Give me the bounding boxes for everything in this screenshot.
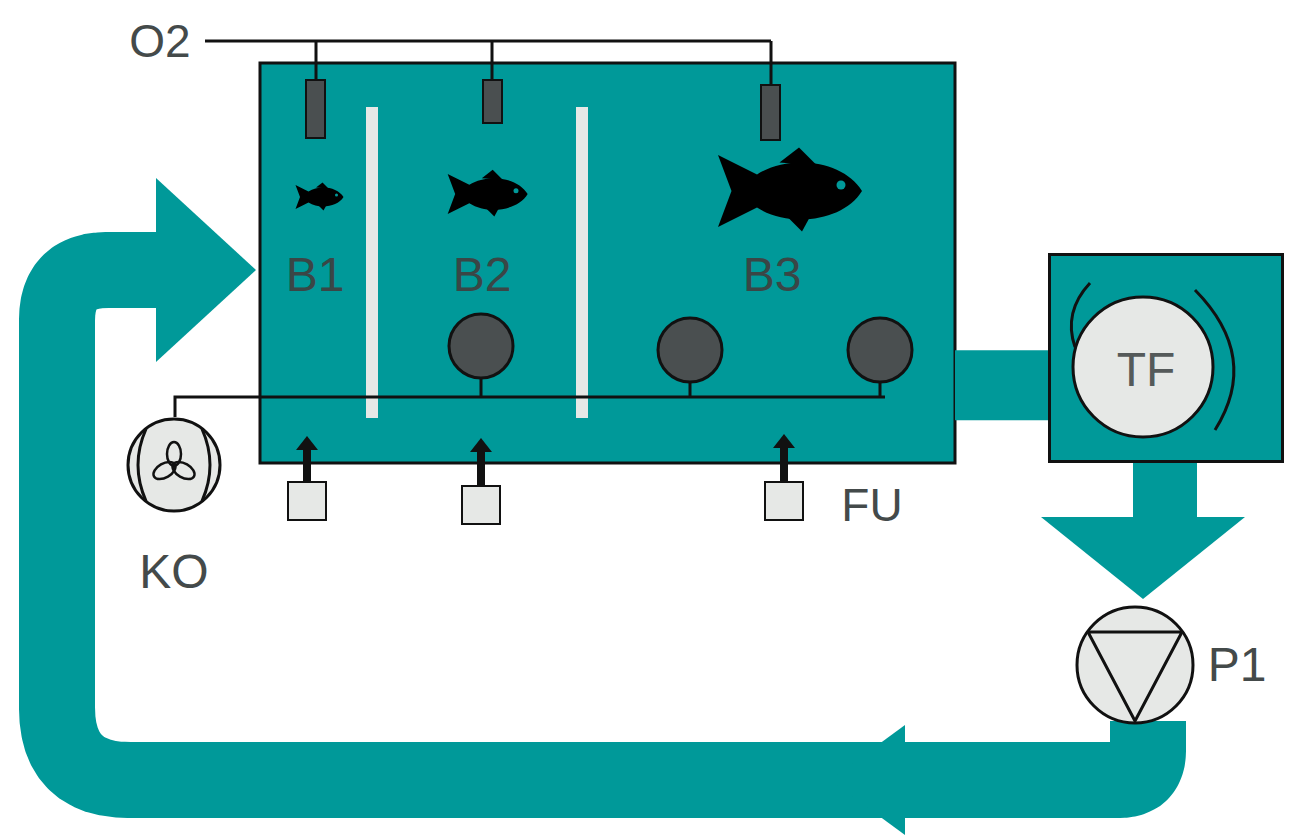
- oxygen-wire: [205, 41, 771, 85]
- part-label: O2: [129, 18, 190, 64]
- flow-connector: [57, 178, 1148, 835]
- air-diffuser: [848, 318, 912, 382]
- blower-symbol: [151, 458, 179, 482]
- component-label: KO: [139, 548, 208, 596]
- oxygen-probe: [306, 80, 325, 138]
- fish-icon: [296, 183, 344, 211]
- basin-region: B1: [260, 63, 366, 463]
- feed-arrow: [780, 447, 788, 482]
- fish-icon: [448, 170, 528, 217]
- blower-symbol: [138, 429, 210, 501]
- flow-arrowhead: [1041, 517, 1245, 599]
- air-diffuser: [449, 314, 513, 378]
- pump-symbol: [1077, 607, 1193, 723]
- feed-arrow: [303, 447, 311, 482]
- pump-symbol: P1: [1075, 605, 1195, 725]
- flow-arrowhead: [156, 178, 256, 362]
- part-label: FU: [841, 482, 902, 528]
- oxygen-probe: [483, 80, 502, 123]
- flow-arrowhead: [830, 725, 905, 835]
- feed-arrow: [470, 438, 492, 452]
- basin-label: B2: [453, 251, 512, 299]
- feed-arrow: [477, 451, 485, 486]
- basin-label: B1: [286, 251, 345, 299]
- blower-symbol: [126, 417, 222, 513]
- fish-icon: [718, 148, 862, 232]
- feeder: [462, 486, 500, 524]
- blower-symbol: [128, 419, 220, 511]
- tank-divider: [576, 107, 588, 418]
- feeder: [765, 482, 803, 520]
- flow-pipe: [955, 350, 1048, 420]
- flow-pipe: [57, 270, 1148, 780]
- basin-region: B3: [588, 63, 955, 463]
- basin-label: B3: [743, 251, 802, 299]
- feed-arrow: [296, 434, 795, 486]
- air-line: [175, 378, 885, 417]
- drum-filter-symbol: [1195, 290, 1234, 430]
- component-label: TF: [1117, 346, 1176, 394]
- drum-filter-symbol: [1071, 283, 1234, 437]
- blower-symbol: [128, 419, 220, 511]
- flow-connector: [1041, 461, 1245, 599]
- air-diffuser: [658, 318, 722, 382]
- blower-symbol: KO: [126, 417, 222, 513]
- drum-filter-symbol: [1071, 283, 1090, 347]
- fish-tank: [260, 63, 955, 463]
- component-label: P1: [1208, 641, 1267, 689]
- feed-arrow: [296, 436, 318, 450]
- pump-symbol: [1088, 632, 1182, 721]
- feeder: [288, 482, 803, 524]
- flow-pipe: [1133, 461, 1197, 518]
- drum-filter-symbol: [1073, 297, 1213, 437]
- feeder: [288, 482, 326, 520]
- feed-arrow: [773, 434, 795, 448]
- pump-symbol: [1075, 605, 1195, 725]
- tank-divider: [366, 107, 378, 418]
- flow-connector: [955, 385, 1048, 386]
- basin-region: B2: [378, 63, 576, 463]
- oxygen-probe: [761, 85, 780, 140]
- pump-symbol: [1077, 607, 1193, 723]
- drum-filter: TF: [1048, 253, 1284, 463]
